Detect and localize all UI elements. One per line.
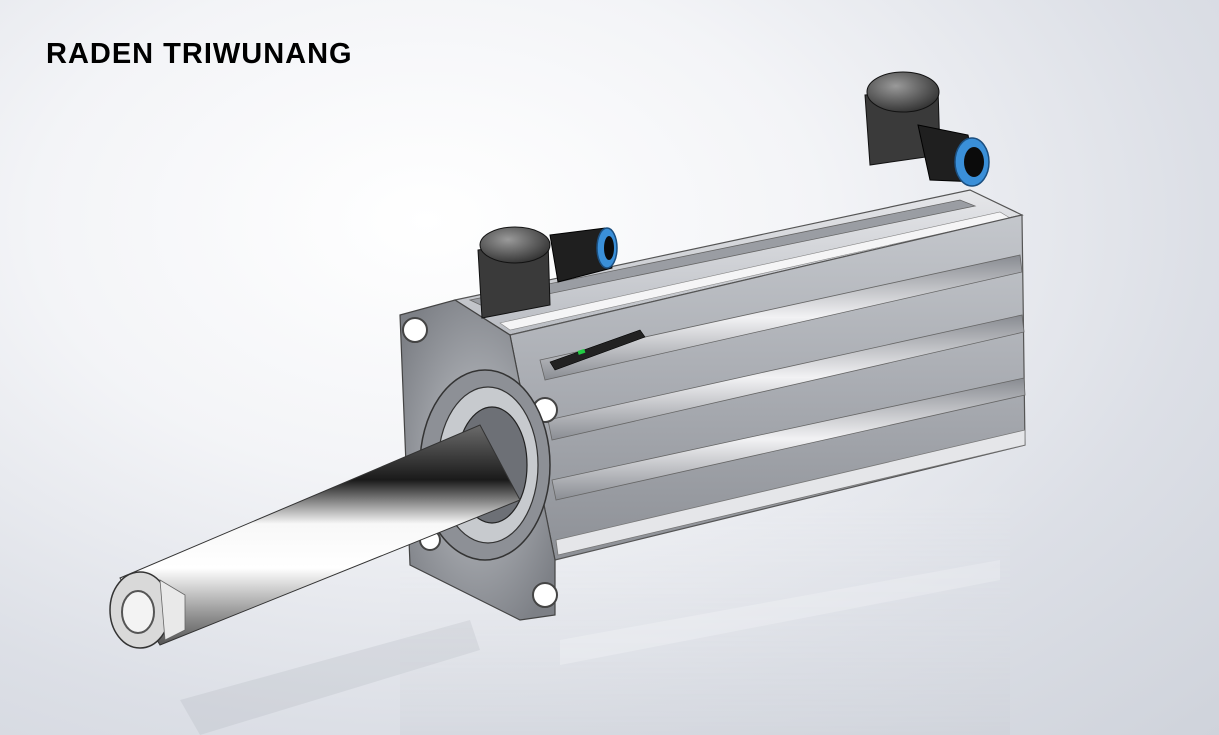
- sensor-strip: [549, 329, 646, 371]
- author-title: RADEN TRIWUNANG: [46, 38, 353, 70]
- floor-reflection: [180, 470, 1010, 735]
- mount-hole: [532, 582, 558, 608]
- air-fitting-rear[interactable]: [864, 71, 990, 187]
- air-fitting-front[interactable]: [477, 226, 618, 319]
- sensor-indicator-led: [577, 348, 586, 355]
- mount-hole: [402, 317, 428, 343]
- rod-end-thread-hole: [121, 590, 155, 634]
